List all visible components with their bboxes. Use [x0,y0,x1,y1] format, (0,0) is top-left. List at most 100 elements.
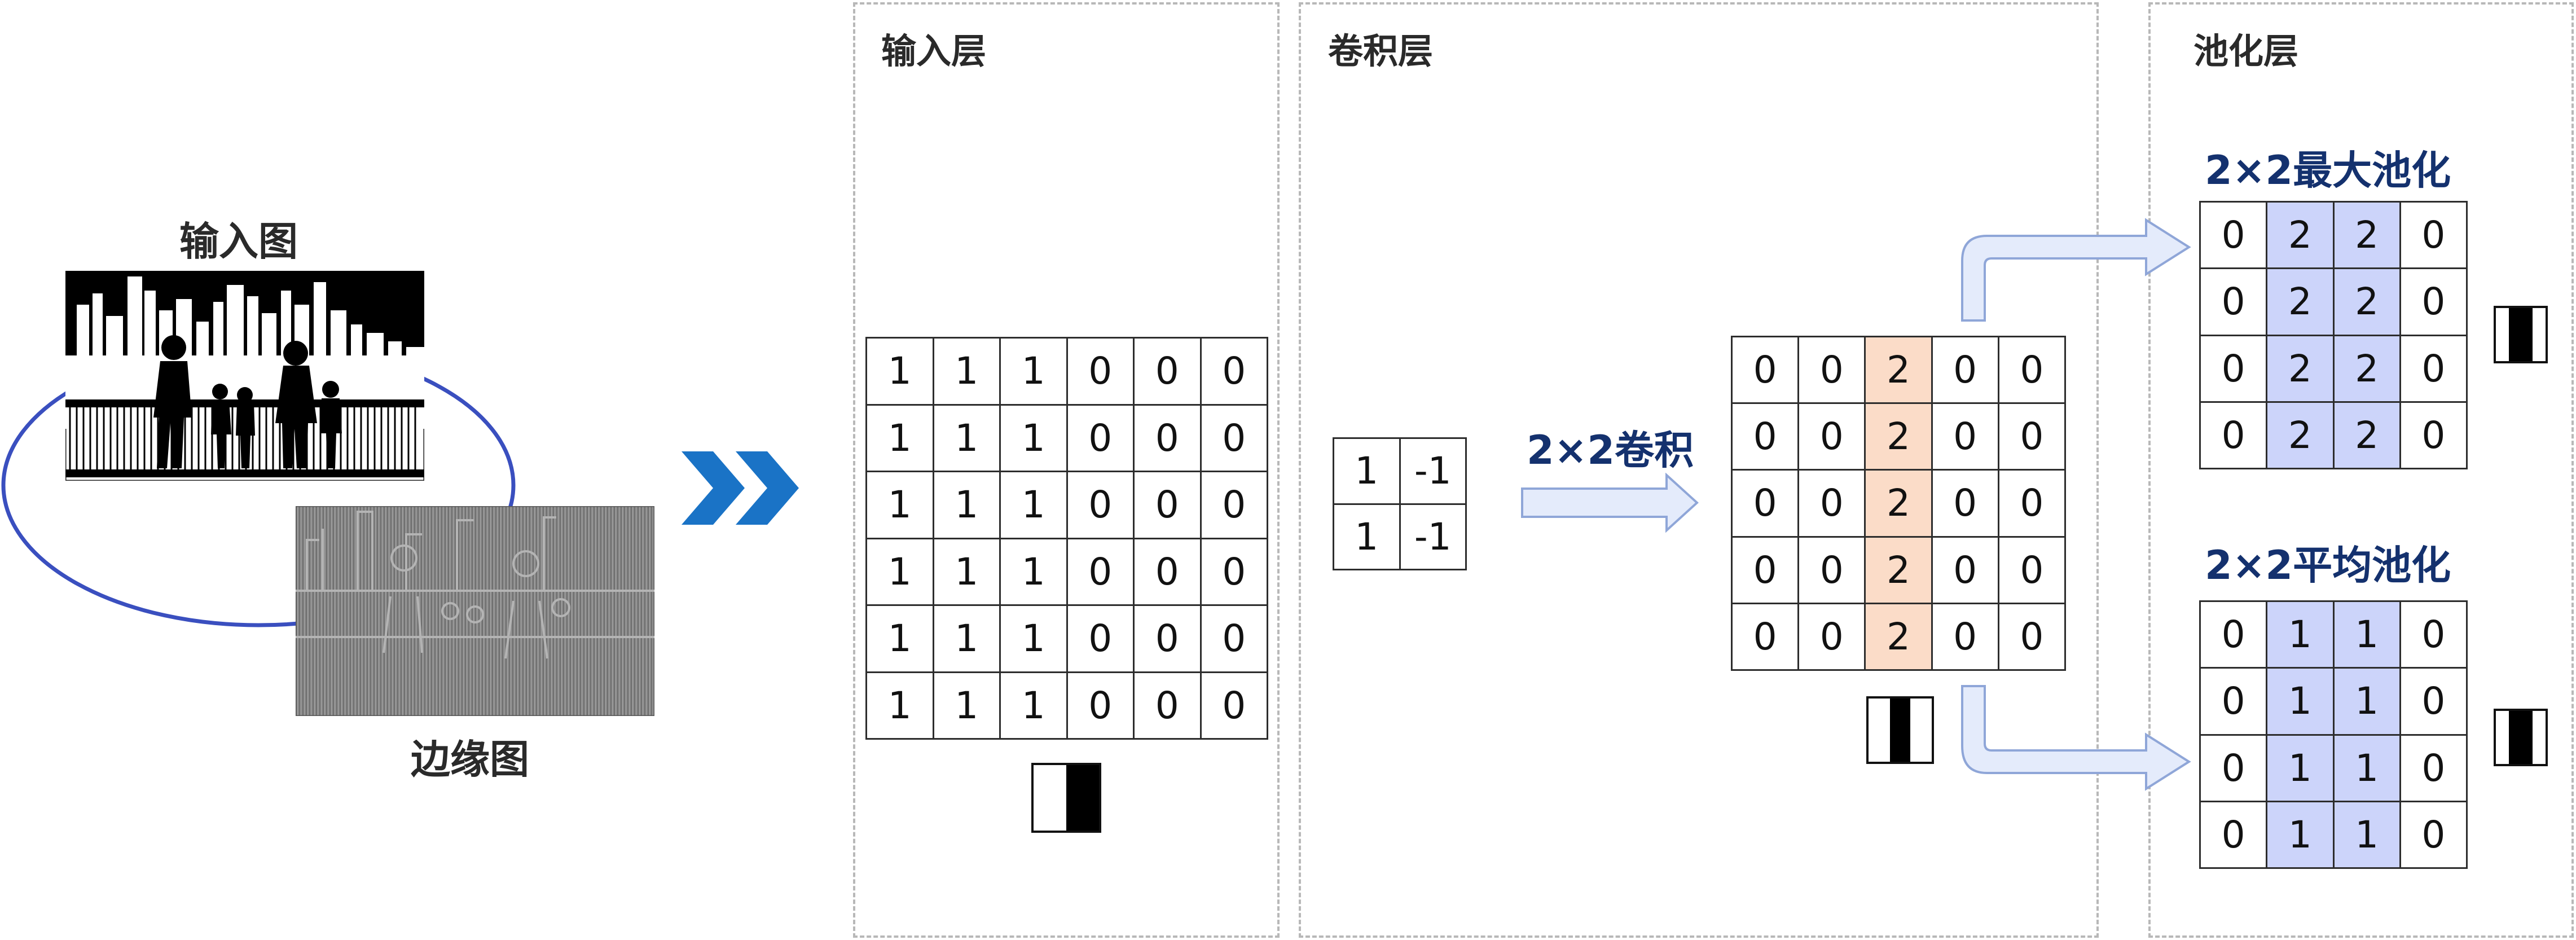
matrix-cell: 1 [999,403,1068,472]
matrix-cell: 0 [2199,733,2268,802]
matrix-cell: 0 [1066,403,1135,472]
matrix-cell: 0 [1066,471,1135,539]
matrix-cell: 0 [1797,469,1866,538]
matrix-row: 1-1 [1333,437,1467,505]
matrix-cell: 2 [2266,334,2335,403]
matrix-cell: 0 [2399,267,2468,336]
matrix-cell: 1 [865,671,934,740]
matrix-cell: 1 [999,337,1068,406]
matrix-cell: 2 [1864,535,1933,604]
matrix-cell: 1 [999,537,1068,606]
matrix-cell: 0 [1931,469,1999,538]
matrix-cell: 1 [932,337,1001,406]
matrix-cell: 0 [1199,403,1268,472]
matrix-cell: 2 [1864,469,1933,538]
avg-pool-pattern-icon [2494,709,2548,766]
matrix-cell: 1 [2332,667,2401,736]
matrix-cell: 1 [932,537,1001,606]
matrix-cell: -1 [1399,503,1467,570]
input-image-label: 输入图 [179,218,298,265]
matrix-cell: 2 [2332,334,2401,403]
edge-image-label: 边缘图 [411,736,529,783]
matrix-cell: 1 [2266,600,2335,669]
matrix-cell: 0 [1730,469,1800,538]
matrix-cell: 0 [2399,667,2468,736]
matrix-cell: 0 [1797,602,1866,671]
matrix-cell: 0 [2399,200,2468,270]
matrix-cell: 0 [1997,469,2067,538]
matrix-cell: 2 [1864,335,1933,405]
max-pool-label: 2×2最大池化 [2205,147,2451,194]
matrix-cell: 1 [2332,600,2401,669]
matrix-cell: 1 [1333,503,1401,570]
edge-image [296,506,654,716]
conv-layer-panel [1299,2,2099,938]
matrix-cell: 0 [1066,537,1135,606]
conv-pattern-icon [1866,696,1934,764]
matrix-cell: 1 [2332,800,2401,869]
matrix-cell: 0 [1931,335,1999,405]
matrix-cell: 1 [999,471,1068,539]
matrix-cell: 0 [1797,535,1866,604]
matrix-cell: 1 [865,471,934,539]
matrix-cell: 1 [865,604,934,673]
input-layer-title: 输入层 [881,30,987,72]
matrix-cell: 0 [1133,671,1202,740]
matrix-cell: 0 [1133,537,1202,606]
matrix-cell: -1 [1399,437,1467,505]
matrix-cell: 2 [2332,200,2401,270]
matrix-cell: 0 [1730,335,1800,405]
matrix-cell: 0 [2199,800,2268,869]
matrix-cell: 0 [1199,537,1268,606]
matrix-cell: 0 [2199,401,2268,470]
matrix-cell: 0 [1133,604,1202,673]
matrix-cell: 1 [1333,437,1401,505]
matrix-cell: 0 [2199,600,2268,669]
matrix-cell: 0 [1797,335,1866,405]
matrix-cell: 1 [932,471,1001,539]
matrix-cell: 0 [2199,200,2268,270]
matrix-cell: 1 [932,604,1001,673]
matrix-cell: 0 [2199,334,2268,403]
matrix-cell: 2 [2332,267,2401,336]
matrix-cell: 1 [865,403,934,472]
matrix-cell: 0 [1199,604,1268,673]
pool-layer-panel [2148,2,2574,938]
matrix-cell: 0 [2399,733,2468,802]
double-chevron-icon [682,451,799,525]
max-pool-pattern-icon [2494,306,2548,363]
matrix-cell: 0 [1997,402,2067,471]
conv-arrow [1521,473,1699,533]
input-pattern-icon [1031,763,1101,833]
matrix-cell: 0 [1199,471,1268,539]
matrix-cell: 0 [2399,401,2468,470]
matrix-cell: 1 [932,403,1001,472]
matrix-cell: 0 [1997,602,2067,671]
matrix-cell: 0 [1931,402,1999,471]
matrix-cell: 1 [2266,667,2335,736]
matrix-cell: 1 [999,604,1068,673]
matrix-cell: 0 [1066,604,1135,673]
matrix-cell: 1 [999,671,1068,740]
matrix-cell: 0 [1730,535,1800,604]
matrix-cell: 0 [1730,402,1800,471]
matrix-cell: 0 [2199,267,2268,336]
matrix-cell: 1 [932,671,1001,740]
matrix-cell: 1 [2266,733,2335,802]
matrix-cell: 2 [1864,602,1933,671]
